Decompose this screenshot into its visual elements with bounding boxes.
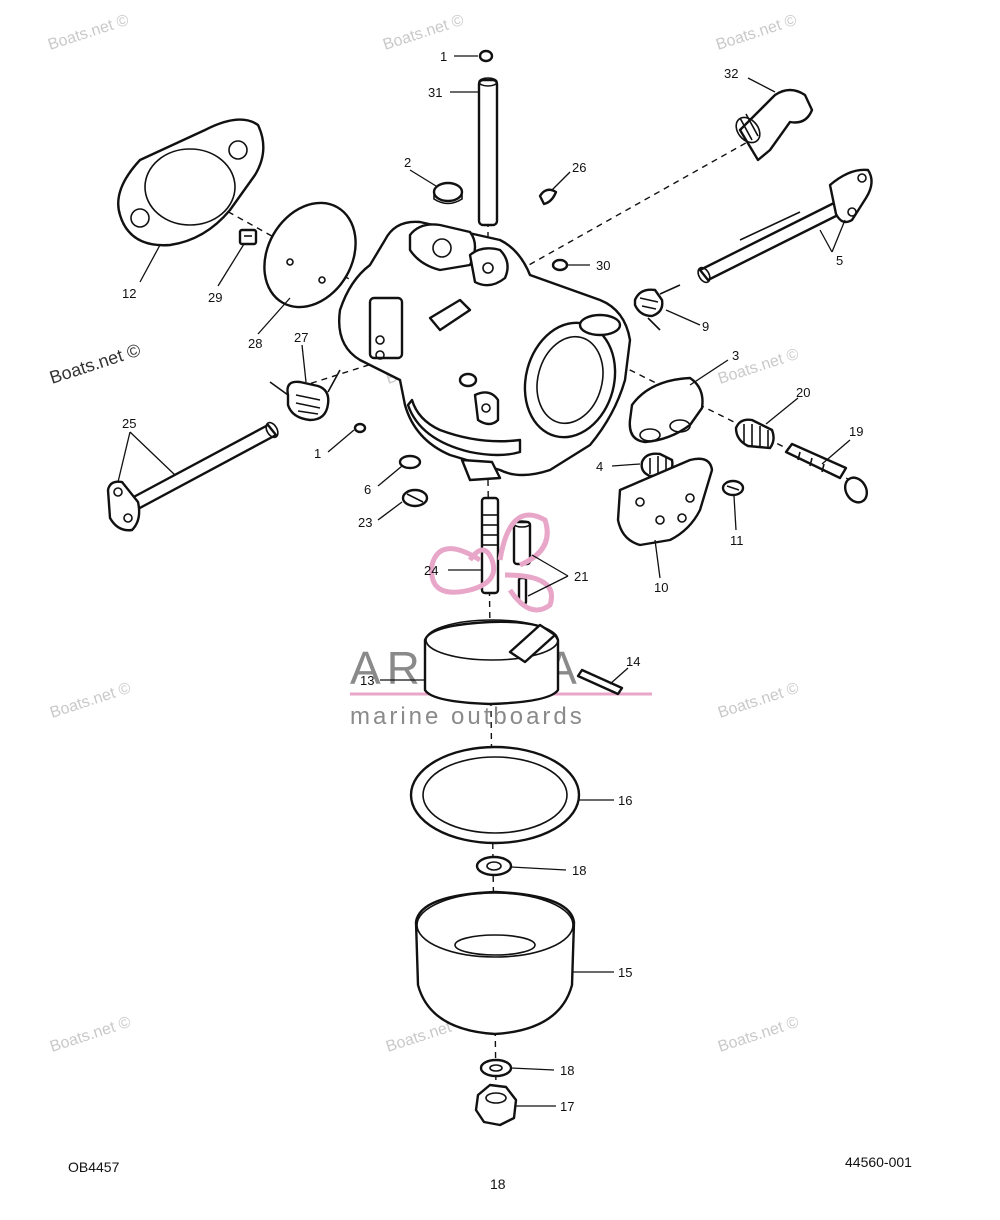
part-12-gasket (117, 118, 265, 247)
diagram-code-right: 44560-001 (845, 1154, 912, 1170)
watermark: Boats.net © (716, 1014, 801, 1056)
page-number: 18 (490, 1176, 506, 1192)
part-18-upper-washer (475, 855, 513, 877)
callout-30: 30 (596, 258, 610, 273)
part-17-bowl-nut (474, 1083, 518, 1127)
callout-9: 9 (702, 319, 709, 334)
part-1-lower-plug (353, 422, 367, 434)
callout-16: 16 (618, 793, 632, 808)
callout-32: 32 (724, 66, 738, 81)
brand-tagline: marine outboards (350, 703, 585, 730)
callout-12: 12 (122, 286, 136, 301)
callout-10: 10 (654, 580, 668, 595)
watermark: Boats.net © (47, 340, 143, 388)
part-18-lower-washer (479, 1058, 513, 1078)
callout-27: 27 (294, 330, 308, 345)
part-19-screw (784, 442, 869, 504)
part-23-plug (401, 488, 429, 508)
part-1-plug (478, 49, 494, 63)
part-30-screw (551, 258, 569, 272)
footer: OB4457 18 44560-001 (68, 1154, 912, 1192)
part-26-clip (538, 188, 558, 206)
callout-20: 20 (796, 385, 810, 400)
leader-lines (117, 55, 851, 1107)
part-28-throttle-plate (263, 201, 357, 309)
part-6-washer (398, 454, 422, 470)
callout-19: 19 (849, 424, 863, 439)
part-3-choke-plate (628, 376, 704, 444)
callout-31: 31 (428, 85, 442, 100)
callout-18-upper: 18 (572, 863, 586, 878)
part-20-spring (734, 418, 775, 450)
callout-4: 4 (596, 459, 603, 474)
callout-14: 14 (626, 654, 640, 669)
callout-1: 1 (440, 49, 447, 64)
part-14-hinge-pin (576, 668, 624, 696)
callout-23: 23 (358, 515, 372, 530)
part-11-screw (721, 479, 745, 497)
part-25-choke-shaft (106, 421, 279, 532)
part-13-float (423, 619, 560, 706)
callout-6: 6 (364, 482, 371, 497)
part-27-spring (269, 369, 341, 422)
callout-17: 17 (560, 1099, 574, 1114)
callout-29: 29 (208, 290, 222, 305)
watermark: Boats.net © (48, 1014, 133, 1056)
watermark: Boats.net © (381, 12, 466, 54)
callout-21: 21 (574, 569, 588, 584)
callout-25: 25 (122, 416, 136, 431)
watermark: Boats.net © (48, 680, 133, 722)
part-16-bowl-gasket (409, 745, 581, 845)
carburetor-body (338, 220, 632, 482)
callout-15: 15 (618, 965, 632, 980)
watermark: Boats.net © (714, 12, 799, 54)
callout-11: 11 (730, 533, 744, 548)
part-2-cap (432, 181, 464, 205)
diagram-code-left: OB4457 (68, 1159, 120, 1175)
watermark: Boats.net © (716, 346, 801, 388)
callout-1-lower: 1 (314, 446, 321, 461)
part-9-spring (633, 284, 681, 331)
part-31-rod (477, 77, 499, 227)
callout-2: 2 (404, 155, 411, 170)
part-29-screw (238, 228, 258, 246)
callout-13: 13 (360, 673, 374, 688)
part-10-bracket (616, 457, 714, 547)
watermark: Boats.net © (716, 680, 801, 722)
part-32-elbow-fitting (735, 88, 814, 162)
callout-24: 24 (424, 563, 438, 578)
callout-3: 3 (732, 348, 739, 363)
callout-numbers: 1 31 2 26 32 30 5 9 3 20 19 4 11 10 12 2… (122, 49, 863, 1114)
callout-18-lower: 18 (560, 1063, 574, 1078)
callout-28: 28 (248, 336, 262, 351)
part-5-throttle-shaft (697, 168, 873, 284)
part-15-float-bowl (414, 890, 576, 1036)
callout-26: 26 (572, 160, 586, 175)
callout-5: 5 (836, 253, 843, 268)
watermark: Boats.net © (46, 12, 131, 54)
